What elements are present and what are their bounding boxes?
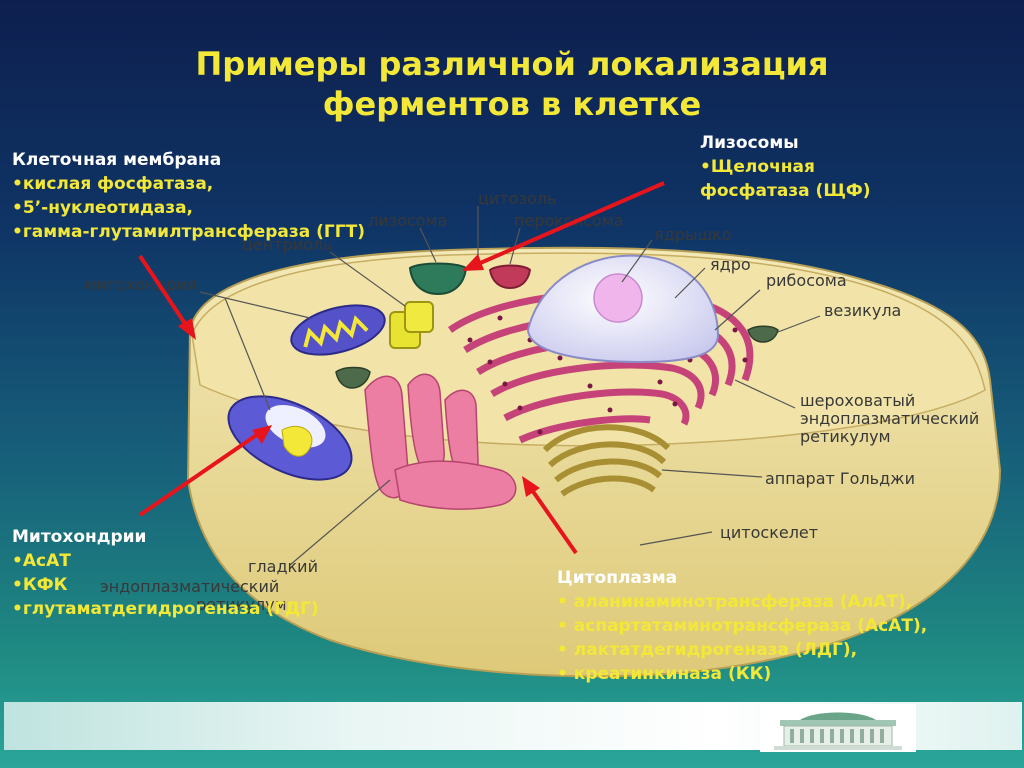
label-nucleolus: ядрышко <box>654 225 732 244</box>
slide-title: Примеры различной локализация ферментов … <box>0 44 1024 124</box>
mitochondria-item-1: •АсАТ <box>12 551 71 571</box>
mitochondria-item-3: •глутаматдегидрогеназа (ГДГ) <box>12 599 319 619</box>
cytoplasm-item-3: • лактатдегидрогеназа (ЛДГ), <box>557 640 858 660</box>
membrane-heading: Клеточная мембрана <box>12 150 222 170</box>
cytoplasm-item-1: • аланинаминотрансфераза (АлАТ), <box>557 592 913 612</box>
label-golgi: аппарат Гольджи <box>765 469 915 488</box>
label-cytoskeleton: цитоскелет <box>720 523 818 542</box>
label-ribosome: рибосома <box>766 271 847 290</box>
cytoplasm-annotation: Цитоплазма • аланинаминотрансфераза (АлА… <box>557 566 927 686</box>
membrane-annotation: Клеточная мембрана •кислая фосфатаза, •5… <box>12 148 365 244</box>
membrane-item-3: •гамма-глутамилтрансфераза (ГГТ) <box>12 222 365 242</box>
cytoplasm-item-2: • аспартатаминотрансфераза (АсАТ), <box>557 616 928 636</box>
label-cytosol: цитозоль <box>478 189 556 208</box>
mitochondria-heading: Митохондрии <box>12 527 147 547</box>
mitochondrion-bottom <box>227 395 353 481</box>
label-rough-er-2: эндоплазматический <box>800 409 979 428</box>
centriole <box>389 301 434 349</box>
peroxisome <box>488 264 532 290</box>
label-nucleus: ядро <box>710 255 751 274</box>
label-peroxisome: пероксисома <box>514 211 624 230</box>
mitochondria-item-2: •КФК <box>12 575 68 595</box>
label-smooth-er-2: эндоплазматический <box>100 577 279 596</box>
mitochondrion-top <box>290 304 386 356</box>
label-rough-er-3: ретикулум <box>800 427 891 446</box>
smooth-er <box>364 373 517 510</box>
label-rough-er-1: шероховатый <box>800 391 915 410</box>
label-lysosome: лизосома <box>368 211 447 230</box>
nucleolus <box>593 273 643 323</box>
lysosomes-item-2: фосфатаза (ЩФ) <box>700 181 871 201</box>
lysosomes-item-1: •Щелочная <box>700 157 815 177</box>
nucleus <box>526 254 720 364</box>
vesicle-left <box>335 366 371 389</box>
label-centriole: центриоль <box>242 235 333 254</box>
lysosome <box>408 262 468 296</box>
label-vesicle: везикула <box>824 301 901 320</box>
golgi-apparatus <box>542 424 671 497</box>
label-mitochondrion: митохондрия <box>84 275 197 294</box>
label-leader-lines <box>199 206 821 566</box>
vesicle-right <box>747 325 779 343</box>
label-smooth-er-3: ретикулум <box>196 595 287 614</box>
pointer-arrows <box>138 181 665 555</box>
lysosomes-annotation: Лизосомы •Щелочная фосфатаза (ЩФ) <box>700 131 871 203</box>
title-line-1: Примеры различной локализация <box>195 45 829 83</box>
cytoplasm-item-4: • креатинкиназа (КК) <box>557 664 772 684</box>
membrane-item-1: •кислая фосфатаза, <box>12 174 214 194</box>
label-smooth-er-1: гладкий <box>248 557 318 576</box>
cytoplasm-heading: Цитоплазма <box>557 568 678 588</box>
membrane-item-2: •5’-нуклеотидаза, <box>12 198 194 218</box>
title-line-2: ферментов в клетке <box>322 85 702 123</box>
mitochondria-annotation: Митохондрии •АсАТ •КФК •глутаматдегидрог… <box>12 525 319 621</box>
university-building-logo <box>760 704 916 752</box>
lysosomes-heading: Лизосомы <box>700 133 799 153</box>
